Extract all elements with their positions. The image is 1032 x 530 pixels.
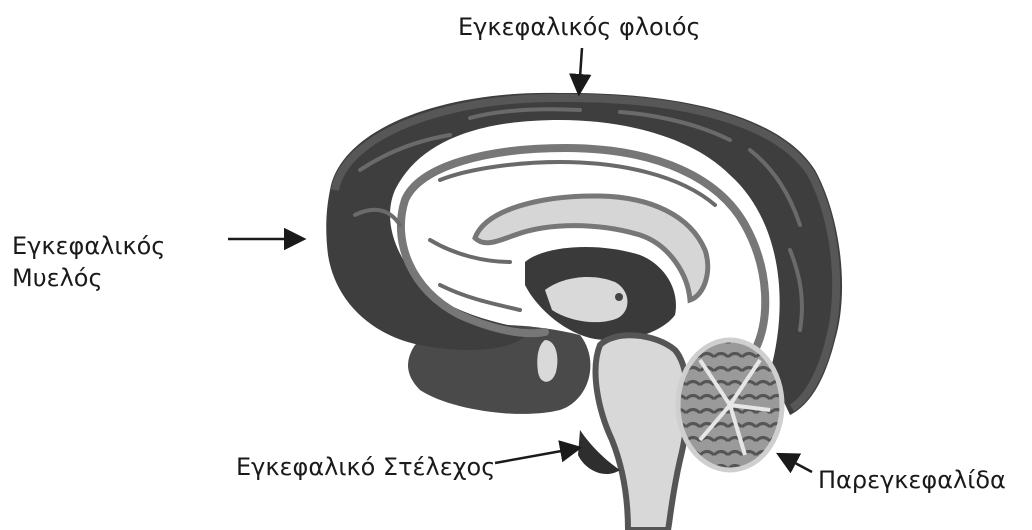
cerebellum-label: Παρεγκεφαλίδα	[818, 464, 1006, 496]
brainstem-arrow	[495, 448, 578, 463]
cerebellum	[678, 340, 782, 470]
interthalamic-adhesion	[615, 293, 623, 301]
cortex-arrow	[579, 48, 582, 92]
medulla-label-line1: Εγκεφαλικός	[12, 230, 165, 262]
medulla-label-line2: Μυελός	[12, 262, 165, 294]
cortex-label: Εγκεφαλικός φλοιός	[458, 11, 701, 43]
brainstem-label: Εγκεφαλικό Στέλεχος	[236, 451, 495, 483]
brainstem	[596, 335, 688, 530]
medulla-label: Εγκεφαλικός Μυελός	[12, 230, 165, 294]
cerebellum-arrow	[780, 455, 812, 472]
